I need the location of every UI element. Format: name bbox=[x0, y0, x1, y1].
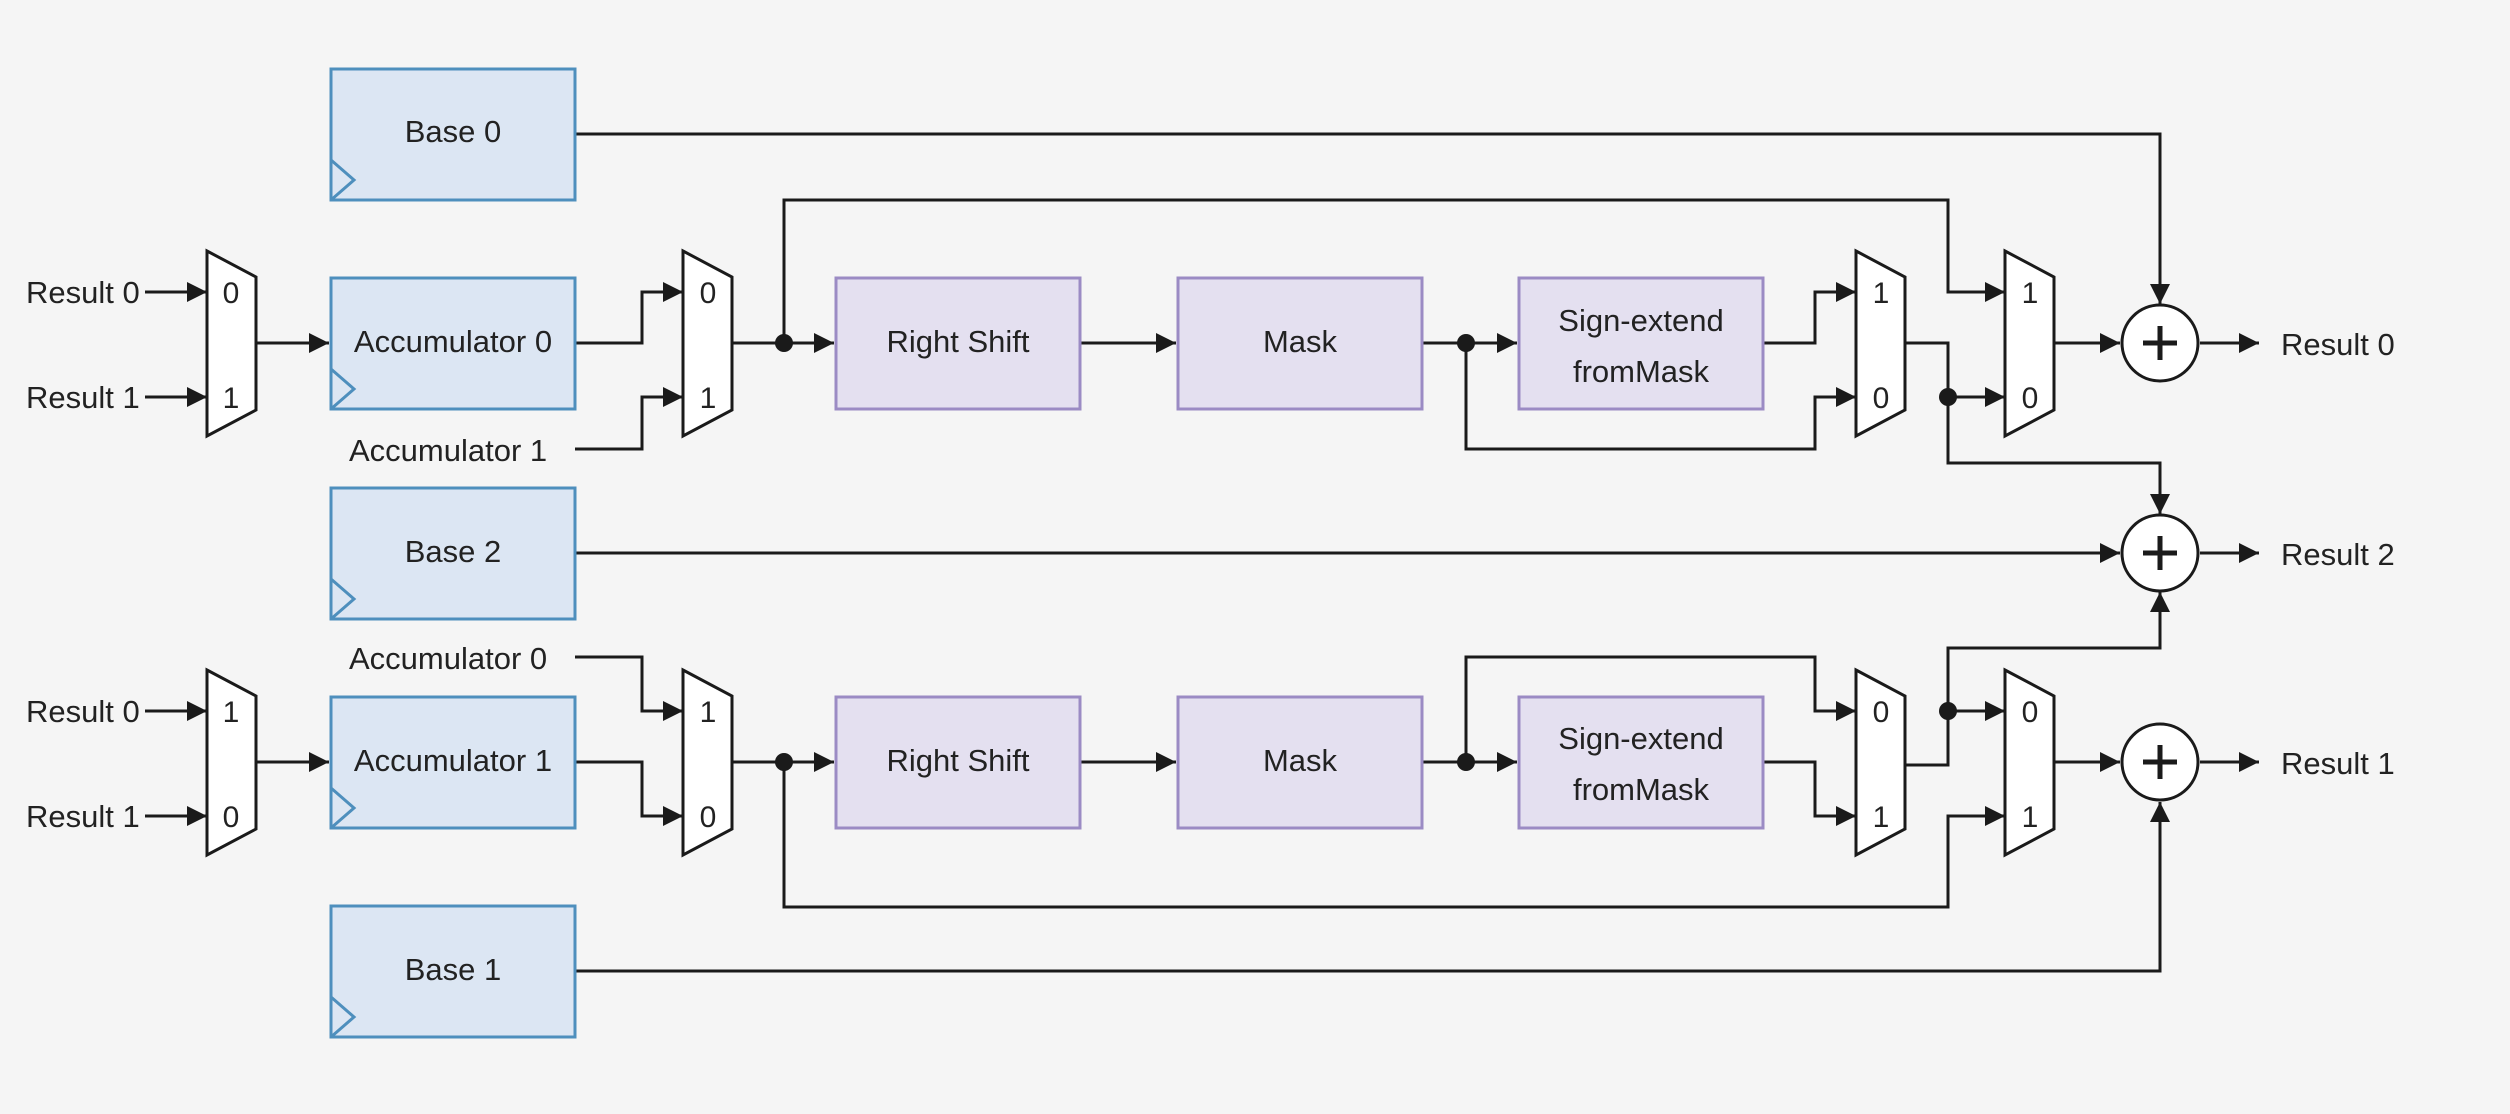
mux-port-label: 0 bbox=[1873, 382, 1890, 415]
mux-port-label: 1 bbox=[223, 696, 240, 729]
mux-port-label: 1 bbox=[223, 382, 240, 415]
block-label: Mask bbox=[1263, 324, 1338, 359]
wire-mask-signmux-bot bbox=[1464, 655, 1856, 762]
mux-port-label: 0 bbox=[700, 277, 717, 310]
input-labels: Result 0 Result 1 Accumulator 1 Accumula… bbox=[26, 275, 547, 834]
block-sign-extend-top: Sign-extend fromMask bbox=[1517, 276, 1765, 411]
clock-icon bbox=[330, 577, 357, 621]
wire-signmux-outmux-bot bbox=[1905, 701, 2005, 767]
clock-icon bbox=[330, 367, 357, 411]
block-label: Sign-extend bbox=[1558, 721, 1723, 756]
mux-port-label: 1 bbox=[1873, 277, 1890, 310]
wire-base0-adder0 bbox=[575, 132, 2170, 304]
block-right-shift-bottom: Right Shift bbox=[834, 695, 1082, 830]
register-label: Accumulator 0 bbox=[354, 324, 552, 359]
input-label-result0-top: Result 0 bbox=[26, 275, 140, 310]
wire-acc0-selmux bbox=[575, 282, 683, 345]
wire-mask-signmux-top bbox=[1464, 343, 1856, 451]
junction-dot bbox=[775, 753, 793, 771]
output-label-result2: Result 2 bbox=[2281, 537, 2395, 572]
mux-port-label: 1 bbox=[1873, 801, 1890, 834]
mux-port-label: 1 bbox=[2022, 801, 2039, 834]
mux-port-label: 1 bbox=[700, 382, 717, 415]
block-mask-top: Mask bbox=[1176, 276, 1424, 411]
adder-result2 bbox=[2120, 513, 2200, 593]
input-label-accumulator0: Accumulator 0 bbox=[349, 641, 547, 676]
mux-input-top: 0 1 bbox=[205, 248, 258, 439]
output-label-result1: Result 1 bbox=[2281, 746, 2395, 781]
wire-bypass-bot bbox=[782, 762, 2005, 909]
block-label: fromMask bbox=[1573, 772, 1710, 807]
mux-select-top: 0 1 bbox=[681, 248, 734, 439]
wire-base1-adder1 bbox=[575, 802, 2170, 973]
adder-result1 bbox=[2120, 722, 2200, 802]
wire-bot-result2 bbox=[1946, 592, 2170, 711]
junction-dot bbox=[1457, 753, 1475, 771]
wires bbox=[145, 132, 2259, 973]
register-accumulator-0: Accumulator 0 bbox=[329, 276, 577, 411]
mux-sign-bottom: 0 1 bbox=[1854, 667, 1907, 858]
junction-dot bbox=[1457, 334, 1475, 352]
mux-port-label: 0 bbox=[223, 277, 240, 310]
adder-result0 bbox=[2120, 303, 2200, 383]
block-label: Mask bbox=[1263, 743, 1338, 778]
input-label-accumulator1: Accumulator 1 bbox=[349, 433, 547, 468]
wire-sign-signmux-bot bbox=[1763, 760, 1856, 826]
wire-top-result2 bbox=[1946, 397, 2170, 514]
mux-port-label: 0 bbox=[700, 801, 717, 834]
register-label: Base 1 bbox=[405, 952, 502, 987]
register-base1: Base 1 bbox=[329, 904, 577, 1039]
mux-port-label: 0 bbox=[1873, 696, 1890, 729]
mux-sign-top: 1 0 bbox=[1854, 248, 1907, 439]
block-label: fromMask bbox=[1573, 354, 1710, 389]
mux-port-label: 0 bbox=[2022, 382, 2039, 415]
junction-dot bbox=[1939, 388, 1957, 406]
junction-dot bbox=[775, 334, 793, 352]
register-base0: Base 0 bbox=[329, 67, 577, 202]
input-label-result1-top: Result 1 bbox=[26, 380, 140, 415]
junction-dot bbox=[1939, 702, 1957, 720]
clock-icon bbox=[330, 995, 357, 1039]
wire-acc0-selmux-bot bbox=[575, 655, 683, 721]
block-label: Sign-extend bbox=[1558, 303, 1723, 338]
block-right-shift-top: Right Shift bbox=[834, 276, 1082, 411]
mux-input-bottom: 1 0 bbox=[205, 667, 258, 858]
clock-icon bbox=[330, 158, 357, 202]
block-label: Right Shift bbox=[886, 324, 1029, 359]
output-labels: Result 0 Result 2 Result 1 bbox=[2281, 327, 2395, 781]
clock-icon bbox=[330, 786, 357, 830]
wire-signmux-outmux-top bbox=[1905, 341, 2005, 407]
wire-sign-signmux-top bbox=[1763, 282, 1856, 345]
mux-port-label: 0 bbox=[223, 801, 240, 834]
input-label-result0-bottom: Result 0 bbox=[26, 694, 140, 729]
register-accumulator-1: Accumulator 1 bbox=[329, 695, 577, 830]
block-sign-extend-bottom: Sign-extend fromMask bbox=[1517, 695, 1765, 830]
register-base2: Base 2 bbox=[329, 486, 577, 621]
block-label: Right Shift bbox=[886, 743, 1029, 778]
register-label: Base 2 bbox=[405, 534, 502, 569]
mux-port-label: 1 bbox=[2022, 277, 2039, 310]
register-label: Accumulator 1 bbox=[354, 743, 552, 778]
mux-output-top: 1 0 bbox=[2003, 248, 2056, 439]
mux-port-label: 0 bbox=[2022, 696, 2039, 729]
output-label-result0: Result 0 bbox=[2281, 327, 2395, 362]
wire-acc1-selmux-bot bbox=[575, 760, 683, 826]
wire-acc1-selmux bbox=[575, 387, 683, 451]
input-label-result1-bottom: Result 1 bbox=[26, 799, 140, 834]
mux-select-bottom: 1 0 bbox=[681, 667, 734, 858]
wire-bypass-top bbox=[782, 198, 2005, 343]
block-mask-bottom: Mask bbox=[1176, 695, 1424, 830]
register-label: Base 0 bbox=[405, 114, 502, 149]
mux-port-label: 1 bbox=[700, 696, 717, 729]
junctions bbox=[775, 334, 1957, 771]
mux-output-bottom: 0 1 bbox=[2003, 667, 2056, 858]
